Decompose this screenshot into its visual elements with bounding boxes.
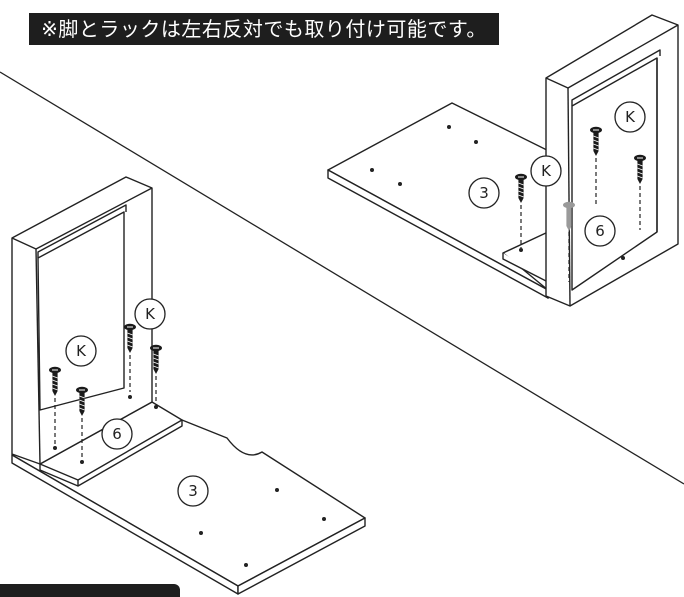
right-screws: [514, 126, 647, 231]
callout-6-left: [101, 418, 133, 450]
bottom-tab: [0, 584, 180, 597]
label-k: K: [541, 162, 552, 180]
label-k: K: [76, 342, 87, 360]
right-guides: [520, 158, 641, 282]
callout-labels: [65, 101, 646, 507]
label-k: K: [145, 305, 156, 323]
callout-k-right-upper: [614, 101, 646, 133]
left-guides: [54, 355, 157, 458]
divider-line: [0, 71, 684, 485]
label-3: 3: [479, 184, 489, 202]
label-k: K: [625, 108, 636, 126]
callout-k-left-lower: [65, 335, 97, 367]
label-6: 6: [112, 425, 122, 443]
callout-text: K K 3 6 K K 6 3: [76, 108, 636, 500]
callout-3-right: [468, 177, 500, 209]
left-holes: [53, 395, 326, 567]
label-6: 6: [595, 222, 605, 240]
label-3: 3: [188, 482, 198, 500]
callout-6-right: [584, 215, 616, 247]
note-banner: ※脚とラックは左右反対でも取り付け可能です。: [29, 13, 499, 45]
callout-k-right-lower: [530, 155, 562, 187]
right-holes: [370, 125, 625, 260]
callout-k-left-upper: [134, 298, 166, 330]
callout-3-left: [177, 475, 209, 507]
right-assembly: [327, 14, 679, 307]
highlight-screw-icon: [563, 201, 575, 231]
left-assembly: [11, 176, 366, 595]
